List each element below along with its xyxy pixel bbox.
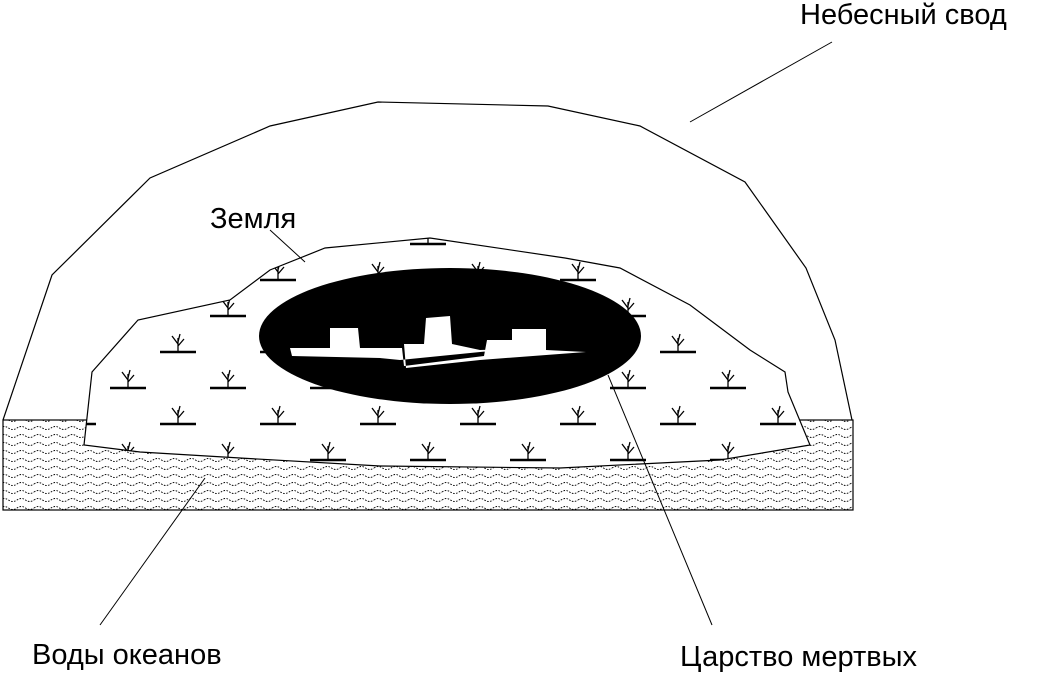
sky-vault-leader [689, 41, 833, 123]
underworld-label: Царство мертвых [680, 641, 917, 673]
underworld-buildings [290, 316, 586, 368]
sky-vault-label: Небесный свод [800, 0, 1007, 31]
ocean-waters-label: Воды океанов [32, 639, 222, 671]
ocean-leader [99, 477, 206, 626]
underworld-leader [607, 374, 713, 626]
earth-leader [269, 229, 306, 263]
sky-vault-outline [2, 101, 853, 421]
earth-label: Земля [210, 203, 296, 235]
